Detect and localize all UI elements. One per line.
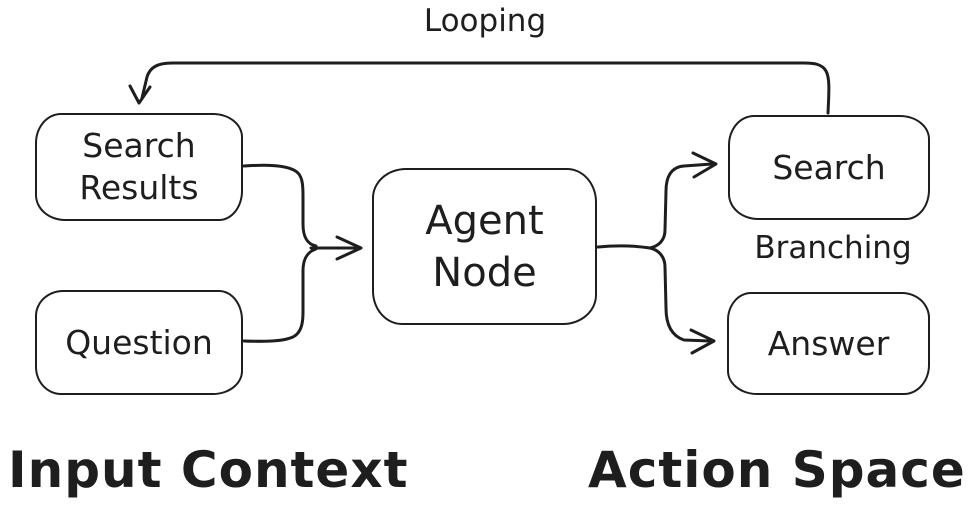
action-space-title: Action Space [588, 441, 966, 499]
node-search-label: Search [772, 147, 886, 187]
merge-arrowhead-icon [335, 235, 363, 261]
node-search-results: Search Results [35, 113, 243, 221]
agent-to-outputs-arrow [596, 151, 718, 355]
looping-annotation: Looping [423, 3, 547, 39]
loop-arrow [128, 61, 831, 115]
input-context-title: Input Context [8, 441, 409, 499]
node-question: Question [35, 290, 243, 395]
node-question-label: Question [65, 322, 213, 362]
node-answer-label: Answer [767, 323, 890, 363]
inputs-to-agent-arrow [242, 163, 363, 343]
branching-annotation: Branching [754, 230, 912, 266]
branch-up-arrowhead-icon [691, 151, 718, 179]
node-agent-label: Agent Node [425, 197, 544, 296]
node-answer: Answer [727, 292, 930, 395]
loop-arrowhead-icon [128, 84, 152, 105]
node-search: Search [728, 115, 930, 220]
branch-down-arrowhead-icon [689, 328, 716, 355]
node-agent: Agent Node [372, 168, 597, 325]
node-search-results-label: Search Results [79, 126, 199, 207]
